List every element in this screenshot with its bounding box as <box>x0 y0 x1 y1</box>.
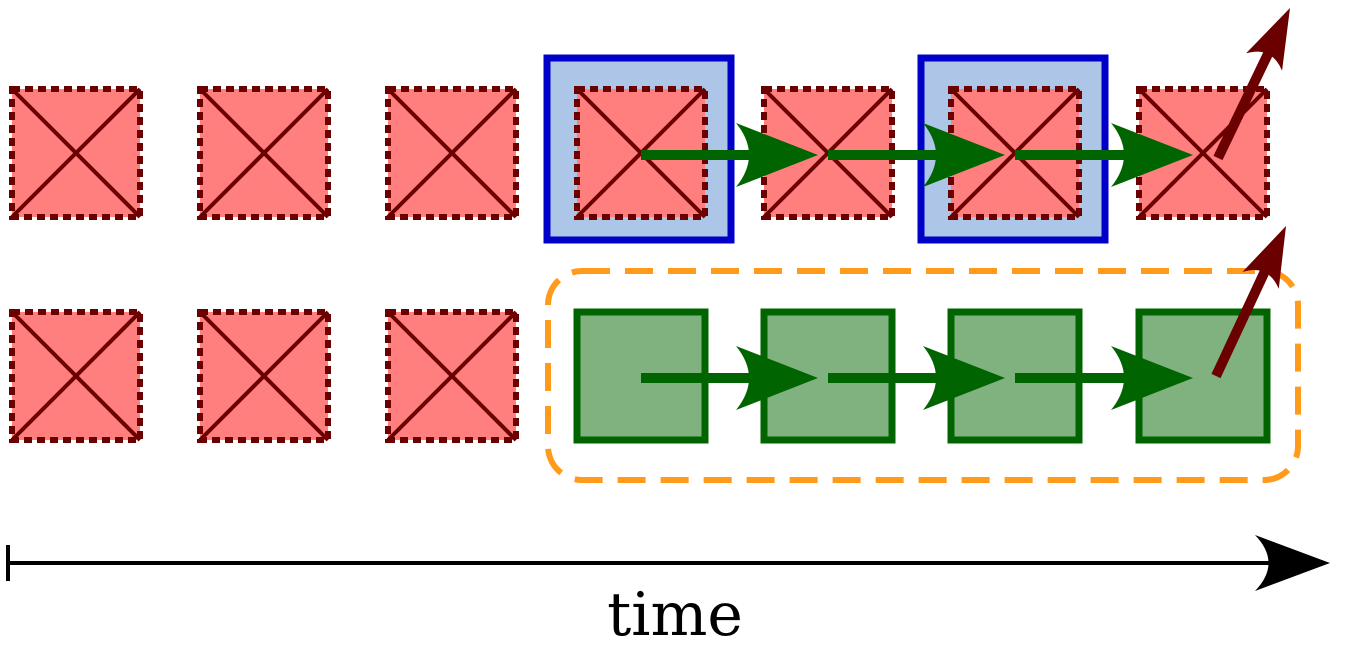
cross-line <box>198 87 330 219</box>
arrows-layer <box>641 8 1290 410</box>
top-chain-arrow-head <box>1111 123 1193 187</box>
top-exit-arrow-shaft <box>1213 43 1277 161</box>
bottom-exit-arrow-head <box>1242 226 1286 289</box>
top-exit-arrow-head <box>1246 8 1290 71</box>
cross-line <box>10 310 142 442</box>
cross-line <box>198 310 330 442</box>
bottom-chain-arrow-head <box>736 346 818 410</box>
time-axis-label: time <box>607 580 743 650</box>
time-axis: time <box>6 535 1330 650</box>
cells-layer <box>9 54 1301 483</box>
active-group-outline <box>545 268 1301 483</box>
bottom-row-cell <box>197 309 331 443</box>
bottom-chain-arrow-head <box>923 346 1005 410</box>
bottom-row-cell <box>385 309 519 443</box>
bottom-chain-arrow-head <box>1111 346 1193 410</box>
cross-line <box>386 87 518 219</box>
cross-line <box>386 310 518 442</box>
top-row-cell <box>197 86 331 220</box>
time-axis-arrowhead <box>1255 535 1330 591</box>
top-chain-arrow-head <box>923 123 1005 187</box>
top-row-cell <box>385 86 519 220</box>
bottom-row-cell <box>9 309 143 443</box>
cross-line <box>10 87 142 219</box>
top-chain-arrow-head <box>736 123 818 187</box>
top-row-cell <box>9 86 143 220</box>
bottom-exit-arrow-shaft <box>1211 261 1273 379</box>
